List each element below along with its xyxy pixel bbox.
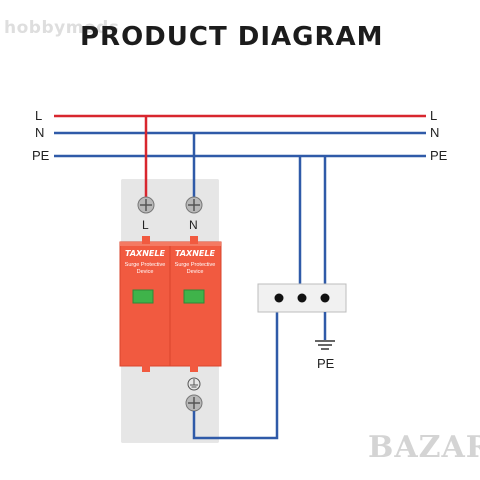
pole-l-indicator	[132, 289, 154, 304]
terminal-hole-1	[274, 293, 284, 303]
device-housing-upper	[122, 180, 218, 242]
ground-label: PE	[317, 356, 335, 371]
earth-symbol-circle	[187, 377, 201, 391]
line-label-left-l: L	[35, 108, 43, 123]
pole-n-tab-bottom	[190, 364, 198, 372]
pe-terminal-block	[257, 283, 347, 313]
terminal-hole-3	[320, 293, 330, 303]
pole-n-subtitle: Surge Protective Device	[174, 262, 216, 275]
line-label-right-l: L	[430, 108, 438, 123]
pole-n-tab-top	[190, 236, 198, 244]
watermark: hobbymods	[4, 18, 120, 38]
pe-device-wire	[192, 300, 279, 440]
terminal-label-l: L	[142, 218, 149, 232]
terminal-label-n: N	[189, 218, 198, 232]
page-title: PRODUCT DIAGRAM	[80, 22, 384, 52]
pole-n-indicator	[183, 289, 205, 304]
line-label-left-n: N	[35, 125, 45, 140]
line-label-right-pe: PE	[430, 148, 448, 163]
pole-n-brand: TAXNELE	[175, 249, 215, 258]
line-label-right-n: N	[430, 125, 440, 140]
device-housing-lower	[122, 366, 218, 442]
line-label-left-pe: PE	[32, 148, 50, 163]
pole-l-subtitle: Surge Protective Device	[124, 262, 166, 275]
pole-l-tab-top	[142, 236, 150, 244]
pole-n-module	[169, 241, 222, 367]
pole-l-tab-bottom	[142, 364, 150, 372]
terminal-hole-2	[297, 293, 307, 303]
marketplace-watermark: BAZAR	[368, 430, 480, 465]
pole-l-brand: TAXNELE	[125, 249, 165, 258]
pole-l-module	[119, 241, 172, 367]
